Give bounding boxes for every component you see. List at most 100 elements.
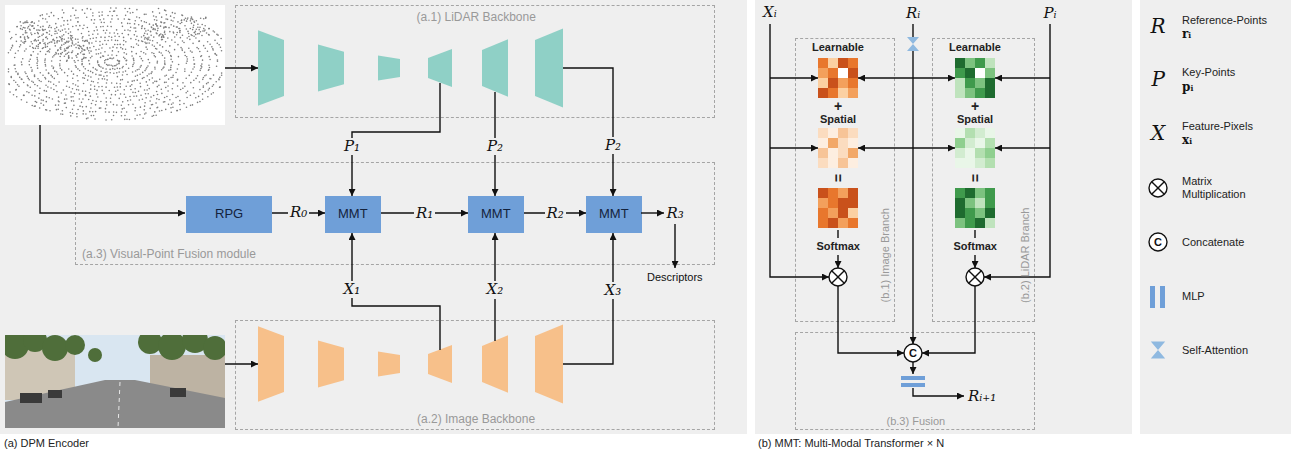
- lidar-point: [191, 17, 193, 19]
- matrix-cell: [828, 208, 838, 218]
- lidar-point: [168, 78, 170, 80]
- lidar-point: [154, 111, 156, 113]
- image-layer: [378, 351, 400, 376]
- lidar-point: [136, 43, 138, 45]
- lidar-point: [191, 51, 193, 53]
- lidar-point: [77, 60, 79, 62]
- lidar-point: [100, 66, 102, 68]
- lidar-point: [179, 28, 181, 30]
- lidar-point: [92, 72, 94, 74]
- lidar-point: [199, 27, 201, 29]
- lidar-point: [141, 26, 143, 28]
- lidar-point: [64, 72, 66, 74]
- lidar-point: [138, 91, 140, 93]
- lidar-point: [54, 40, 56, 42]
- lidar-point: [77, 21, 79, 23]
- step-tick: [837, 230, 838, 238]
- lidar-point: [139, 66, 141, 68]
- lidar-point: [26, 20, 28, 22]
- lidar-point: [107, 15, 109, 17]
- lidar-point: [10, 76, 12, 78]
- lidar-point: [42, 39, 44, 41]
- lidar-point: [85, 57, 87, 59]
- lidar-point: [160, 21, 162, 23]
- lidar-point: [66, 60, 68, 62]
- lidar-point: [101, 47, 103, 49]
- lidar-point: [29, 58, 31, 60]
- lidar-point: [146, 67, 148, 69]
- lidar-point: [90, 9, 92, 11]
- lidar-point: [96, 53, 98, 55]
- matmul-ring: [966, 268, 984, 286]
- lidar-point: [174, 41, 176, 43]
- lidar-point: [111, 94, 113, 96]
- lidar-point: [85, 113, 87, 115]
- matrix-cell: [818, 58, 828, 68]
- lidar-point: [161, 22, 163, 24]
- lidar-point: [39, 72, 41, 74]
- lidar-point: [104, 62, 106, 64]
- matrix-cell: [975, 208, 985, 218]
- label-layer: R₃DescriptorsXᵢRᵢPᵢLearnable+Spatial=Sof…: [0, 0, 1291, 363]
- lidar-point: [120, 79, 122, 81]
- lidar-point: [39, 107, 41, 109]
- lidar-point: [100, 74, 102, 76]
- lidar-point: [36, 45, 38, 47]
- lidar-point: [53, 15, 55, 17]
- matrix-cell: [975, 68, 985, 78]
- lidar-point: [34, 90, 36, 92]
- lidar-point: [90, 84, 92, 86]
- lidar-point: [168, 104, 170, 106]
- lidar-point: [106, 79, 108, 81]
- lidar-point: [53, 39, 55, 41]
- lidar-point: [80, 52, 82, 54]
- lidar-point: [82, 106, 84, 108]
- lidar-point: [32, 25, 34, 27]
- lidar-point: [54, 28, 56, 30]
- lidar-point: [14, 64, 16, 66]
- lidar-point: [113, 104, 115, 106]
- lidar-point: [112, 46, 114, 48]
- lidar-point: [204, 29, 206, 31]
- lidar-point: [44, 77, 46, 79]
- lidar-point: [11, 47, 13, 49]
- lidar-point: [129, 19, 131, 21]
- lidar-point: [124, 115, 126, 117]
- lidar-point: [121, 111, 123, 113]
- lidar-point: [19, 21, 21, 23]
- lidar-point: [42, 75, 44, 77]
- lidar-point: [173, 25, 175, 27]
- lidar-point: [193, 57, 195, 59]
- lidar-point: [105, 59, 107, 61]
- lidar-point: [142, 60, 144, 62]
- lidar-point: [208, 56, 210, 58]
- lidar-point: [142, 41, 144, 43]
- lidar-point: [146, 75, 148, 77]
- lidar-point: [123, 57, 125, 59]
- lidar-point: [148, 73, 150, 75]
- lidar-point: [170, 15, 172, 17]
- lidar-point: [122, 101, 124, 103]
- lidar-point: [20, 44, 22, 46]
- lidar-point: [190, 105, 192, 107]
- lidar-point: [76, 75, 78, 77]
- merge-wire: [838, 286, 904, 353]
- matrix-cell: [965, 158, 975, 168]
- lidar-point: [154, 81, 156, 83]
- lidar-point: [100, 52, 102, 54]
- lidar-point: [163, 101, 165, 103]
- lidar-point: [54, 33, 56, 35]
- lidar-point: [169, 45, 171, 47]
- lidar-point: [100, 57, 102, 59]
- lidar-point: [146, 42, 148, 44]
- lidar-point: [33, 51, 35, 53]
- lidar-point: [144, 113, 146, 115]
- lidar-point: [53, 83, 55, 85]
- lidar-point: [163, 36, 165, 38]
- lidar-point: [171, 39, 173, 41]
- input-symbol: Rᵢ: [906, 5, 920, 22]
- matrix-cell: [965, 208, 975, 218]
- learnable-matrix: [818, 58, 858, 98]
- lidar-point: [40, 102, 42, 104]
- lidar-point: [52, 39, 54, 41]
